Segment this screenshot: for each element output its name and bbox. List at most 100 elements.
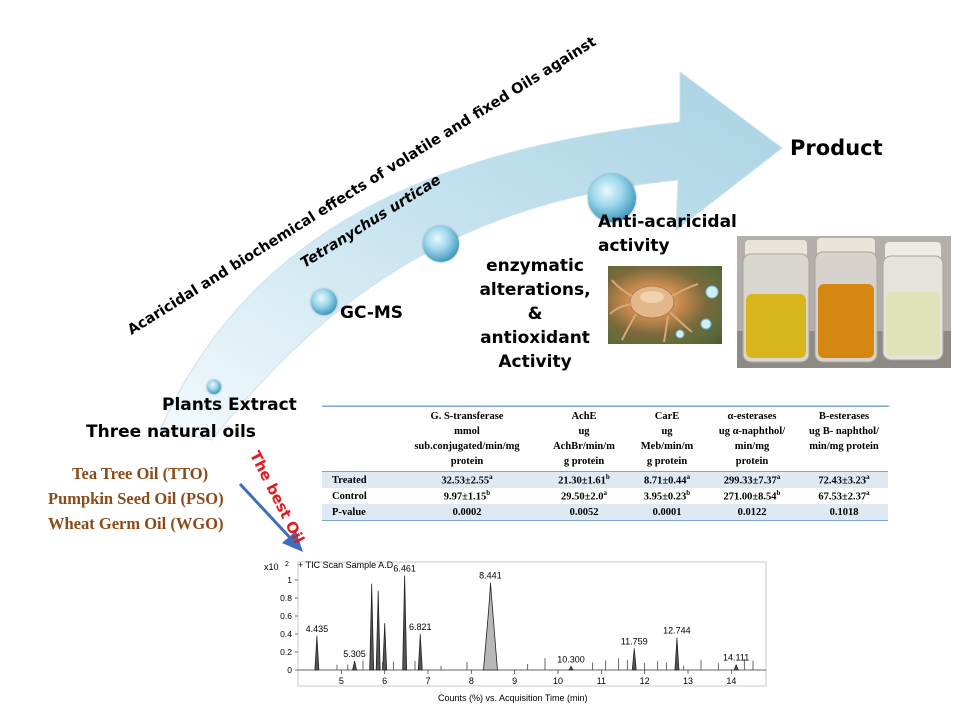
table-cell: 67.53±2.37a [818, 489, 870, 503]
x-tick-label: 10 [553, 676, 563, 686]
x-tick-label: 7 [425, 676, 430, 686]
x-tick-label: 5 [339, 676, 344, 686]
header-ache-l2: ug [578, 426, 590, 437]
step-bubble-4 [588, 174, 636, 222]
step-bubble-1 [207, 380, 221, 394]
table-cell: 21.30±1.61b [538, 471, 630, 488]
peak-label: 11.759 [621, 636, 648, 646]
header-care-l4: g protein [646, 456, 688, 467]
header-gst-l4: protein [450, 456, 484, 467]
header-beta-l1: B-esterases [818, 411, 870, 422]
x-tick-label: 6 [382, 676, 387, 686]
anti-acaricidal-line-1: Anti-acaricidal [598, 212, 737, 232]
header-alpha-l2: ug α-naphthol/ [718, 426, 786, 437]
header-alpha-l3: min/mg [734, 441, 770, 452]
gc-ms-chromatogram: x10 2 + TIC Scan Sample A.D Counts (%) v… [264, 560, 767, 703]
chrom-peak [417, 633, 423, 671]
chrom-peak [314, 635, 320, 671]
x-tick-label: 11 [597, 676, 606, 686]
step-bubble-3 [423, 226, 459, 262]
peak-label: 5.305 [343, 649, 366, 659]
table-cell: 32.53±2.55a [396, 471, 538, 488]
gcms-label: GC-MS [340, 303, 404, 323]
anti-acaricidal-line-2: activity [598, 236, 670, 256]
header-gst-l3: sub.conjugated/min/mg [414, 441, 520, 452]
oil-pso: Pumpkin Seed Oil (PSO) [48, 489, 224, 508]
table-row-control: Control 9.97±1.15b 29.50±2.0a 3.95±0.23b… [322, 488, 888, 504]
peak-label: 4.435 [306, 624, 329, 634]
oil-wgo: Wheat Germ Oil (WGO) [48, 514, 224, 533]
header-beta-l2: ug B- naphthol/ [808, 426, 880, 437]
header-ache-l3: AchBr/min/m [553, 441, 615, 452]
header-gst-l2: mmol [454, 426, 480, 437]
table-cell: 0.0122 [704, 504, 800, 521]
step-bubble-2 [311, 289, 337, 315]
peak-label: 8.441 [479, 571, 502, 581]
table-row-pvalue: P-value 0.0002 0.0052 0.0001 0.0122 0.10… [322, 504, 888, 521]
header-gst-l1: G. S-transferase [430, 411, 504, 422]
enzymatic-label: enzymatic alterations, & antioxidant Act… [472, 254, 598, 374]
best-oil-pointer-arrow [238, 482, 303, 552]
vial-2 [814, 238, 878, 363]
plot-frame [297, 561, 767, 687]
x-tick-label: 13 [683, 676, 693, 686]
table-cell: 9.97±1.15b [443, 489, 491, 503]
x-tick-label: 12 [640, 676, 650, 686]
x-tick-label: 14 [726, 676, 736, 686]
y-tick-label: 0.8 [280, 593, 292, 603]
mite-illustration [609, 279, 719, 343]
enzymatic-line-4: antioxidant [480, 328, 590, 348]
table-cell: 29.50±2.0a [560, 489, 607, 503]
row-label: Treated [322, 471, 396, 488]
header-care-l3: Meb/min/m [640, 441, 694, 452]
header-alpha-l4: protein [735, 456, 769, 467]
chart-legend: + TIC Scan Sample A.D [298, 560, 394, 570]
table-cell: 72.43±3.23a [800, 471, 888, 488]
y-tick-label: 0.6 [280, 611, 292, 621]
header-gst: G. S-transferase mmol sub.conjugated/min… [396, 407, 538, 472]
row-label: P-value [322, 504, 396, 521]
arrow-body [159, 71, 783, 441]
enzyme-activity-table: G. S-transferase mmol sub.conjugated/min… [322, 406, 888, 521]
peak-label: 6.821 [409, 622, 432, 632]
vial-1 [742, 240, 810, 363]
header-ache: AchE ug AchBr/min/m g protein [538, 407, 630, 472]
row-label: Control [332, 490, 367, 502]
y-tick-label: 0 [287, 665, 292, 675]
header-care-l2: ug [661, 426, 673, 437]
product-label: Product [790, 136, 883, 160]
oil-vials-photo [737, 236, 951, 368]
y-tick-label: 1 [287, 575, 292, 585]
table-cell: 0.0002 [396, 504, 538, 521]
y-tick-label: 0.2 [280, 647, 292, 657]
enzymatic-line-1: enzymatic [486, 256, 584, 276]
header-b-esterases: B-esterases ug B- naphthol/ min/mg prote… [800, 407, 888, 472]
x-tick-label: 8 [469, 676, 474, 686]
chrom-peak [402, 575, 408, 671]
y-tick-label: 0.4 [280, 629, 292, 639]
enzymatic-line-3: & [527, 304, 543, 324]
table-cell: 299.33±7.37a [704, 471, 800, 488]
chrom-peak [568, 664, 574, 671]
peak-label: 14.111 [723, 653, 749, 663]
table-cell: 8.71±0.44a [630, 471, 704, 488]
mite-photo [608, 266, 722, 344]
oil-tto: Tea Tree Oil (TTO) [72, 464, 209, 483]
header-care: CarE ug Meb/min/m g protein [630, 407, 704, 472]
table-cell: 0.0001 [630, 504, 704, 521]
x-tick-label: 9 [512, 676, 517, 686]
chrom-peak [352, 660, 358, 671]
peak-label: 6.461 [393, 564, 416, 574]
chrom-peak [483, 582, 498, 671]
header-alpha-esterases: α-esterases ug α-naphthol/ min/mg protei… [704, 407, 800, 472]
table-cell: 0.1018 [800, 504, 888, 521]
peak-label: 12.744 [663, 626, 691, 636]
chrom-peak [382, 623, 388, 671]
header-beta-l3: min/mg protein [809, 441, 879, 452]
enzymatic-line-2: alterations, [479, 280, 591, 300]
chrom-peak [375, 590, 381, 671]
chrom-peak [369, 583, 375, 671]
table-cell: 271.00±8.54b [723, 489, 781, 503]
chrom-peak-labels: 4.4355.3056.4616.8218.44110.30011.75912.… [306, 564, 750, 665]
